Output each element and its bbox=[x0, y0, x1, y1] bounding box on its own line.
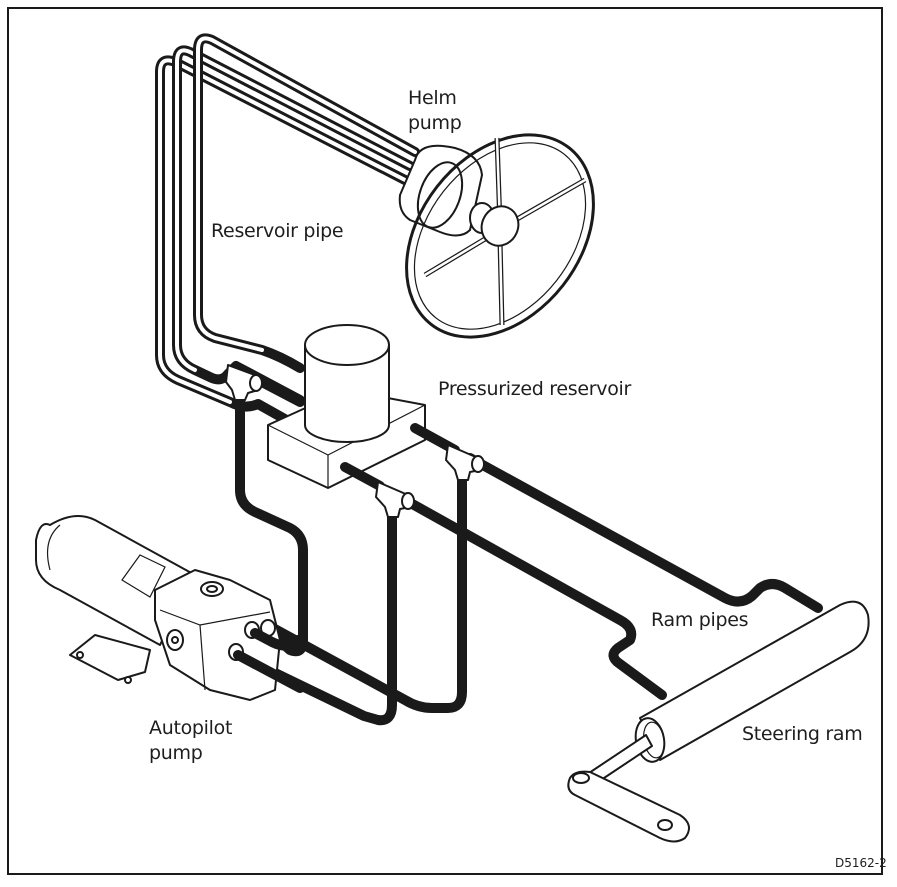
helm-pump-label-line2: pump bbox=[408, 112, 462, 134]
steering-ram bbox=[567, 600, 870, 843]
helm-pump-label: Helm pump bbox=[408, 86, 462, 136]
autopilot-pump bbox=[35, 515, 281, 701]
reservoir-tee-left bbox=[225, 364, 263, 401]
autopilot-pump-label-line2: pump bbox=[149, 742, 203, 764]
pressurized-reservoir-label: Pressurized reservoir bbox=[438, 378, 632, 400]
ram-tee-upper bbox=[445, 444, 485, 481]
steering-wheel bbox=[405, 133, 595, 339]
steering-ram-label: Steering ram bbox=[742, 723, 863, 745]
ram-pipes bbox=[235, 423, 823, 726]
autopilot-reservoir-pipe bbox=[235, 375, 308, 657]
autopilot-pipes bbox=[233, 628, 305, 693]
ram-tee-lower bbox=[375, 481, 415, 518]
helm-pump-label-line1: Helm bbox=[408, 87, 457, 109]
pressurized-reservoir bbox=[253, 324, 426, 489]
reservoir-pipe-label: Reservoir pipe bbox=[211, 220, 344, 242]
autopilot-pump-label: Autopilot pump bbox=[149, 716, 232, 766]
helm-pipe-group bbox=[155, 33, 420, 455]
autopilot-pump-label-line1: Autopilot bbox=[149, 717, 233, 739]
reference-code: D5162-2 bbox=[835, 856, 887, 870]
tiller-arm bbox=[567, 770, 690, 843]
ram-pipes-label: Ram pipes bbox=[651, 609, 749, 631]
